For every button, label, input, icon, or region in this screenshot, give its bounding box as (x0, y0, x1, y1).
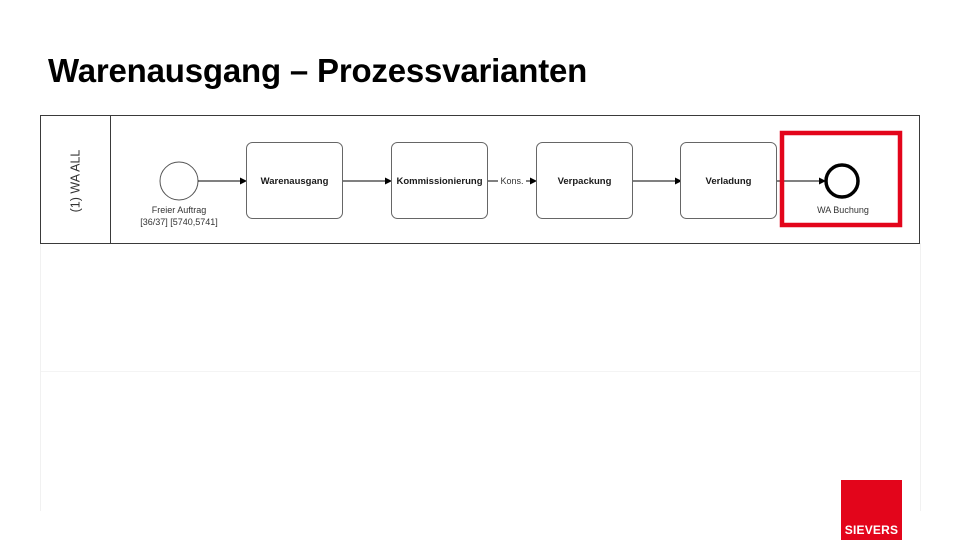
slide-title: Warenausgang – Prozessvarianten (48, 52, 588, 89)
bpmn-process-diagram: (1) WA ALL Freier Auftrag [36/37] [5740,… (40, 115, 920, 244)
sievers-logo: SIEVERS (841, 480, 902, 540)
start-event-reference: [36/37] [5740,5741] (140, 217, 218, 227)
task-label: Kommissionierung (396, 176, 482, 187)
lane-label: (1) WA ALL (68, 150, 82, 213)
empty-swimlane-area (40, 243, 921, 511)
task-label: Verladung (706, 176, 752, 187)
task-verpackung[interactable] (536, 142, 633, 219)
task-kommissionierung[interactable] (391, 142, 488, 219)
task-warenausgang[interactable] (246, 142, 343, 219)
end-event-label: WA Buchung (817, 205, 869, 215)
start-event-circle[interactable] (159, 161, 199, 201)
task-label: Warenausgang (261, 176, 329, 187)
flow-label-kons: Kons. (500, 176, 523, 186)
highlight-frame (779, 130, 903, 228)
task-label: Verpackung (558, 176, 612, 187)
start-event-label: Freier Auftrag (152, 205, 207, 215)
logo-text: SIEVERS (844, 523, 899, 537)
panel-divider (41, 371, 920, 372)
task-verladung[interactable] (680, 142, 777, 219)
end-event-circle[interactable] (824, 163, 860, 199)
